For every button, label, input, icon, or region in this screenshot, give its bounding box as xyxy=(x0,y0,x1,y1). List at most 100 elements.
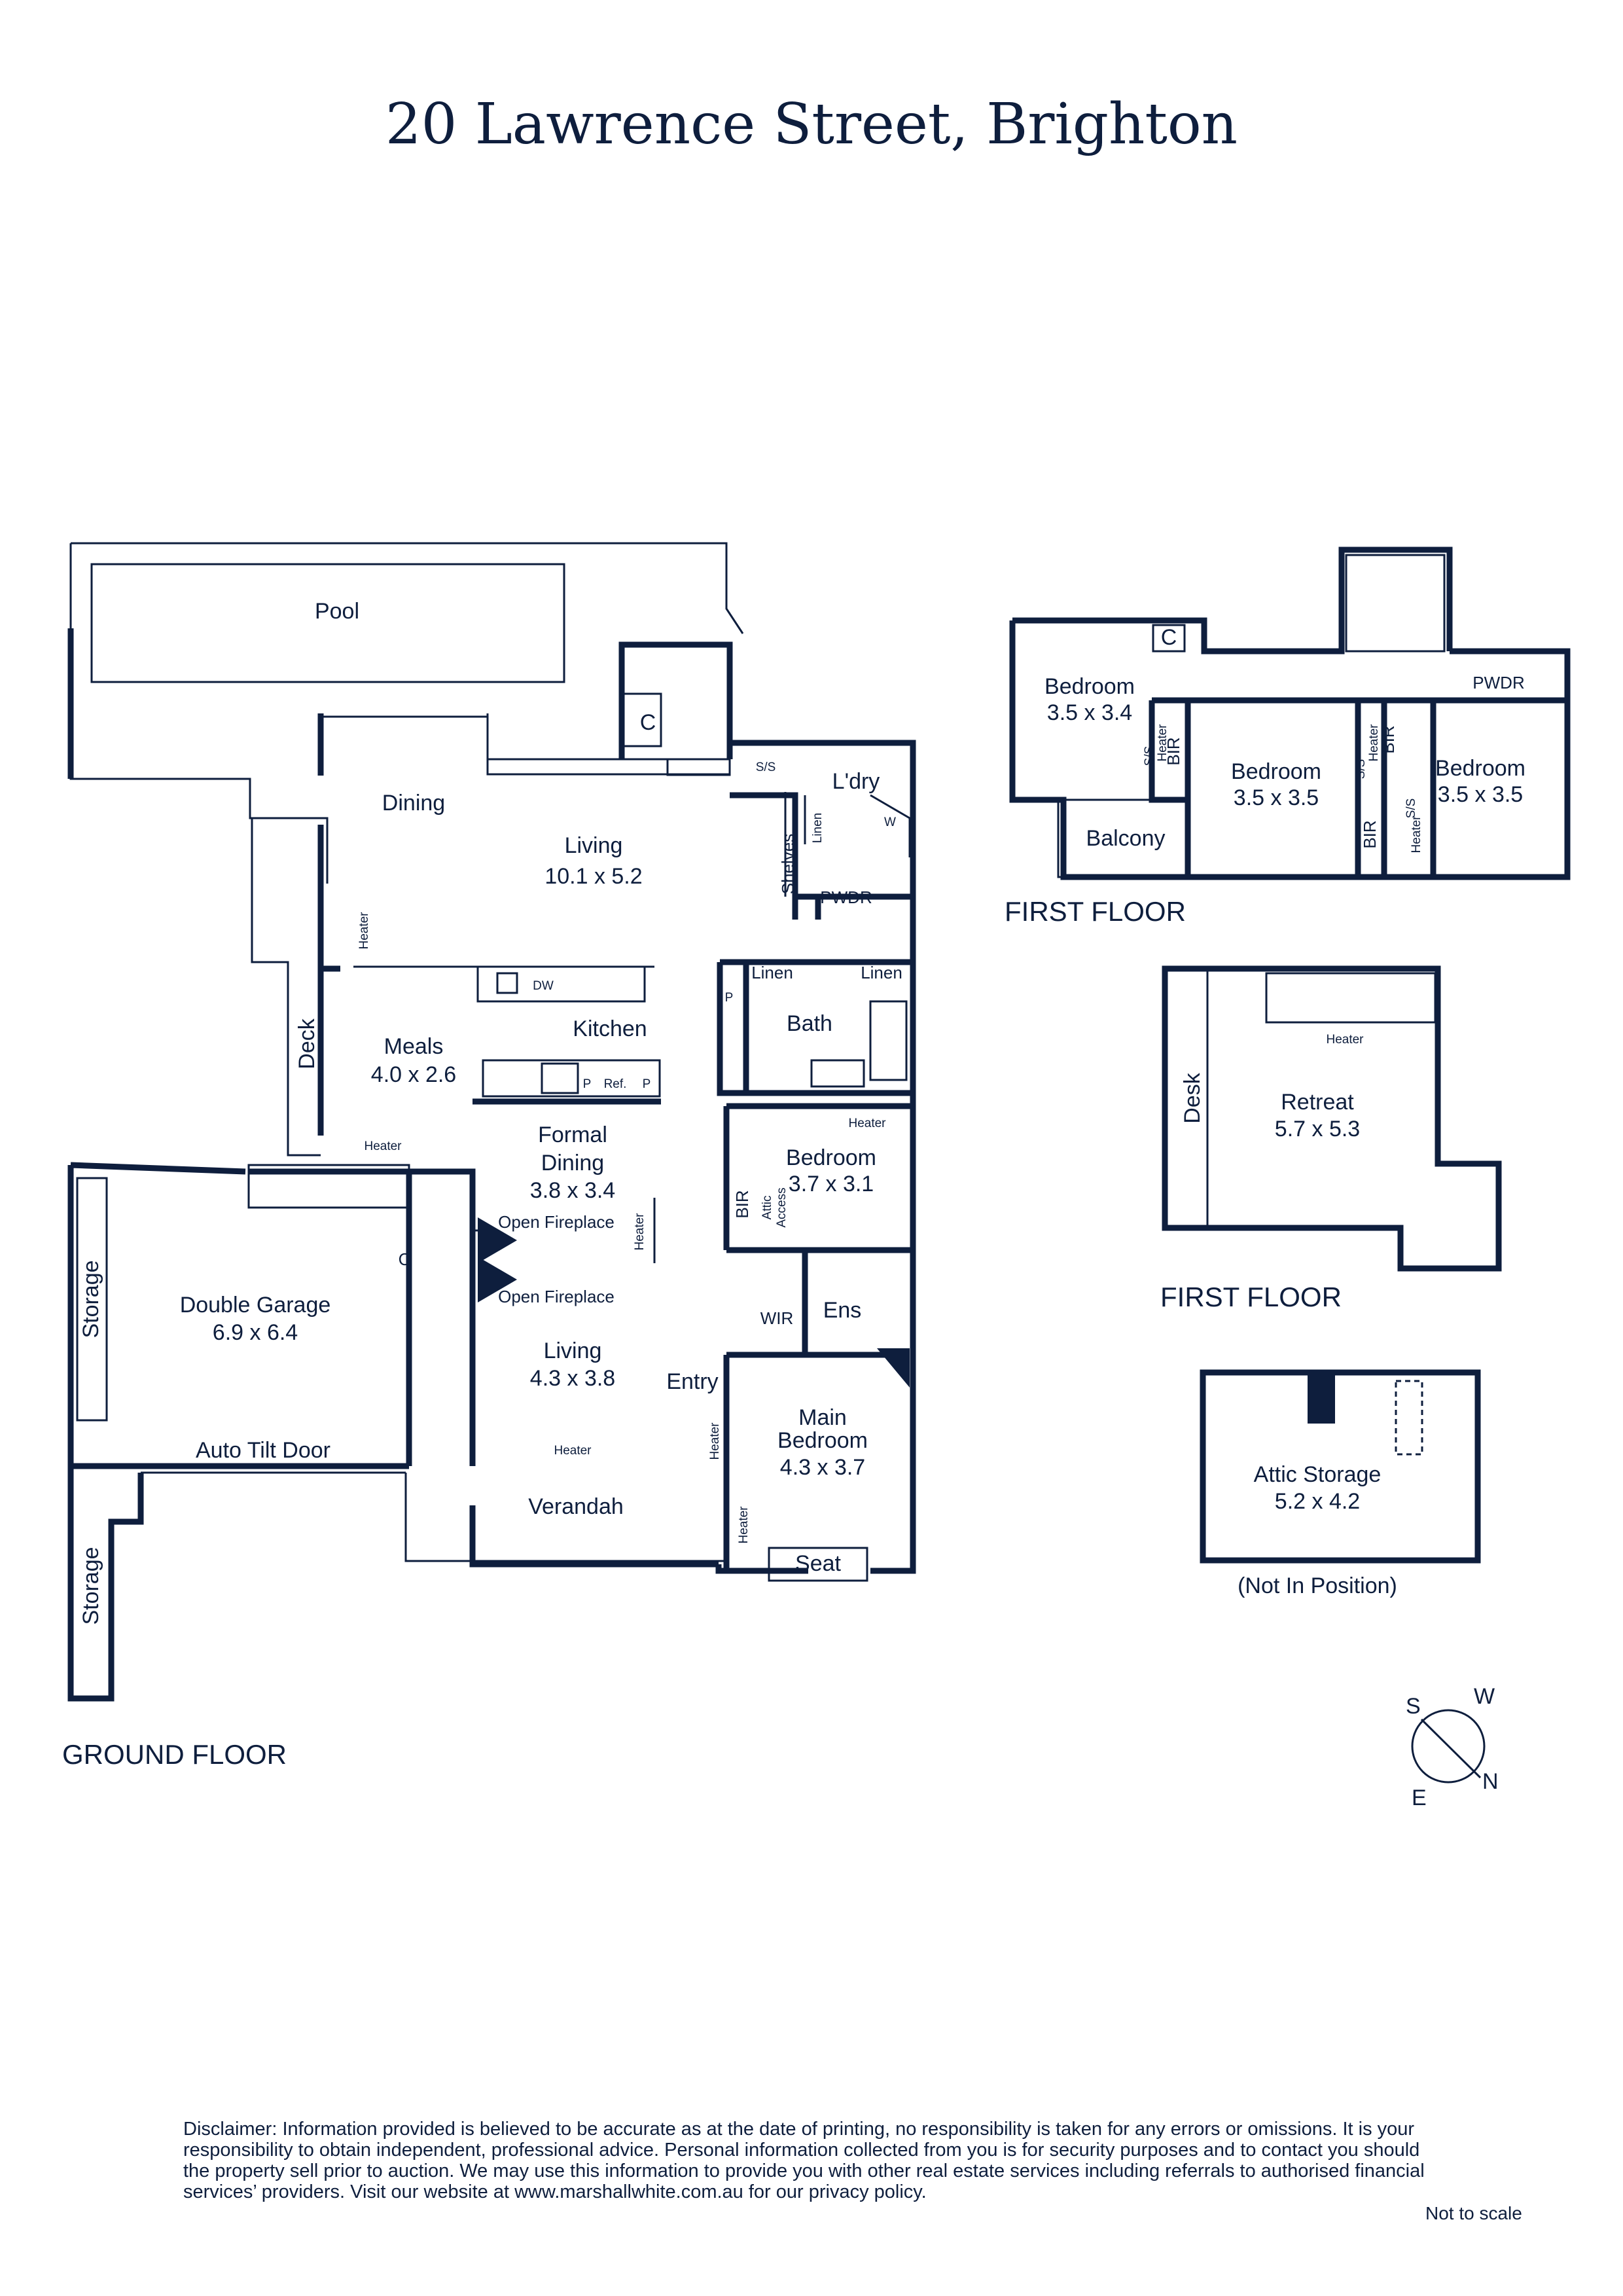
laundry-shelves xyxy=(784,792,911,897)
bedroom-a-size: 3.5 x 3.4 xyxy=(1047,700,1132,725)
retreat-stairs xyxy=(1265,972,1436,1024)
pantry-label-3: P xyxy=(725,991,734,1005)
bedroom-bir-label: BIR xyxy=(732,1190,752,1218)
bedroom-heater-label: Heater xyxy=(848,1117,886,1130)
bath-label: Bath xyxy=(787,1011,832,1036)
attic-plan: Attic Storage 5.2 x 4.2 (Not In Position… xyxy=(1200,1369,1481,1598)
living-size: 10.1 x 5.2 xyxy=(544,864,642,889)
attic-access-label-2: Access xyxy=(775,1187,789,1227)
garage-closet-label: C xyxy=(399,1249,411,1269)
sink xyxy=(496,972,518,994)
closet-label: C xyxy=(640,710,656,735)
kitchen-bench xyxy=(482,1059,661,1098)
compass-icon: S W E N xyxy=(1406,1684,1499,1810)
bedroom-size: 3.7 x 3.1 xyxy=(789,1172,874,1196)
laundry-label: L'dry xyxy=(832,769,880,794)
attic-note: (Not In Position) xyxy=(1238,1573,1397,1598)
powder-room-label: PWDR xyxy=(820,888,872,907)
garage-storage xyxy=(76,1177,108,1422)
retreat-size: 5.7 x 5.3 xyxy=(1275,1117,1360,1141)
not-to-scale: Not to scale xyxy=(1425,2203,1522,2223)
washer-label: W xyxy=(884,816,896,829)
living-2-size: 4.3 x 3.8 xyxy=(530,1366,615,1391)
bedroom-b-bir-label: BIR xyxy=(1360,820,1380,848)
bath-tub xyxy=(869,1000,908,1081)
living-label: Living xyxy=(565,833,623,858)
bedroom-c-heater-label: Heater xyxy=(1410,816,1423,853)
page-title: 20 Lawrence Street, Brighton xyxy=(385,92,1238,157)
retreat-heater-label: Heater xyxy=(1326,1033,1364,1047)
cooktop xyxy=(541,1062,579,1094)
bedroom-label: Bedroom xyxy=(786,1145,876,1170)
vanity xyxy=(810,1059,865,1088)
bedroom-b-size: 3.5 x 3.5 xyxy=(1234,785,1319,810)
formal-dining-label-2: Dining xyxy=(541,1151,604,1175)
wet-area-walls xyxy=(717,792,913,1358)
bedroom-b-label: Bedroom xyxy=(1231,759,1321,784)
dining-label: Dining xyxy=(382,791,445,816)
bedroom-a-bir-label: BIR xyxy=(1164,737,1183,765)
stair-tower-wall xyxy=(618,641,733,759)
bedroom-b-heater-label: Heater xyxy=(1367,724,1381,762)
rear-storage-label: Storage xyxy=(79,1547,103,1624)
compass-east: E xyxy=(1412,1785,1427,1810)
main-bedroom-label-1: Main xyxy=(798,1405,847,1430)
balcony-label: Balcony xyxy=(1086,826,1166,851)
first-floor-plan xyxy=(1009,547,1571,880)
dishwasher-label: DW xyxy=(533,979,554,993)
bedroom-a-label: Bedroom xyxy=(1044,674,1135,699)
attic-storage-label: Attic Storage xyxy=(1254,1462,1382,1487)
rear-storage-wall xyxy=(67,1466,144,1702)
first-floor-labels: Bedroom 3.5 x 3.4 Bedroom 3.5 x 3.5 Bedr… xyxy=(1005,625,1525,927)
formal-dining-label-1: Formal xyxy=(538,1122,607,1147)
pantry-label-1: P xyxy=(583,1077,592,1091)
double-garage-size: 6.9 x 6.4 xyxy=(213,1320,298,1345)
ground-floor-plan xyxy=(67,542,916,1702)
bedroom-c-label: Bedroom xyxy=(1435,756,1525,781)
pool-label: Pool xyxy=(315,599,359,624)
first-floor-closet xyxy=(1152,624,1186,653)
first-floor-closet-label: C xyxy=(1161,625,1177,650)
verandah-label: Verandah xyxy=(528,1494,624,1519)
bedroom-a-ss-label: S/S xyxy=(1143,746,1156,766)
main-bedroom-wall xyxy=(723,1355,916,1571)
stair-bottom-landing xyxy=(666,758,731,776)
compass-south: S xyxy=(1406,1694,1421,1719)
main-bedroom-label-2: Bedroom xyxy=(777,1428,868,1453)
meals-heater-label: Heater xyxy=(364,1139,402,1153)
bedroom-c-ss-label: S/S xyxy=(1404,798,1418,819)
first-floor-label: FIRST FLOOR xyxy=(1005,896,1186,927)
attic-chimney xyxy=(1308,1372,1335,1424)
retreat-floor-plan xyxy=(1162,965,1502,1272)
seat-bay xyxy=(768,1547,868,1582)
attic-wall xyxy=(1200,1369,1481,1564)
fireplace-upper xyxy=(478,1217,517,1263)
formal-dining-size: 3.8 x 3.4 xyxy=(530,1178,615,1203)
retreat-label: Retreat xyxy=(1281,1090,1354,1115)
garage-stairs xyxy=(247,1164,410,1209)
shelves-label: Shelves xyxy=(778,834,798,895)
meals-size: 4.0 x 2.6 xyxy=(371,1062,456,1087)
ss-label: S/S xyxy=(756,761,776,774)
wir-label: WIR xyxy=(760,1308,794,1328)
disclaimer: Disclaimer: Information provided is beli… xyxy=(183,2119,1425,2202)
balcony xyxy=(1057,798,1189,878)
bedroom-c-size: 3.5 x 3.5 xyxy=(1438,782,1523,807)
meals-label: Meals xyxy=(384,1034,444,1059)
ensuite-label: Ens xyxy=(823,1298,862,1323)
living-heater-label: Heater xyxy=(357,912,371,950)
compass-west: W xyxy=(1474,1684,1495,1709)
main-bedroom-heater-label: Heater xyxy=(737,1506,751,1544)
bath-linen-label-2: Linen xyxy=(861,963,902,982)
entry-label: Entry xyxy=(666,1369,718,1394)
open-fireplace-label-2: Open Fireplace xyxy=(498,1287,615,1306)
entry-heater-label: Heater xyxy=(708,1422,722,1460)
attic-hatch xyxy=(1395,1380,1423,1456)
attic-access-label-1: Attic xyxy=(760,1196,774,1220)
kitchen-label: Kitchen xyxy=(573,1016,647,1041)
first-floor-stairs xyxy=(1345,554,1446,653)
compass-north: N xyxy=(1482,1769,1499,1794)
double-garage-label: Double Garage xyxy=(180,1293,331,1318)
pantry-label-2: P xyxy=(643,1077,651,1091)
